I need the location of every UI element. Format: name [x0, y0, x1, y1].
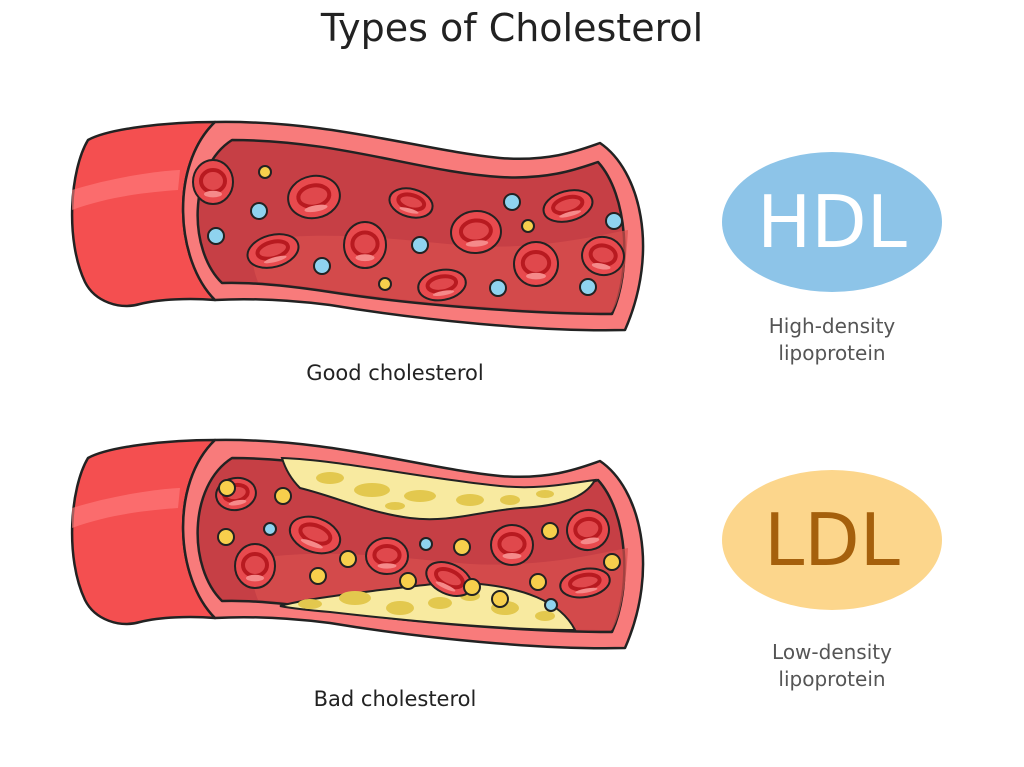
red-blood-cell — [246, 233, 300, 269]
hdl-description-line1: High-density — [768, 314, 896, 338]
ldl-particle — [217, 528, 235, 546]
plaque-fat-deposit — [386, 601, 414, 615]
red-blood-cell-shine — [575, 587, 598, 594]
plaque-fat-deposit — [404, 490, 436, 502]
bad-cholesterol-vessel — [70, 438, 645, 650]
red-blood-cell-shine — [204, 190, 222, 198]
ldl-particle — [378, 277, 392, 291]
hdl-particle — [313, 257, 331, 275]
good-cholesterol-vessel — [70, 120, 645, 332]
hdl-particle — [207, 227, 225, 245]
red-blood-cell-shine — [377, 563, 397, 569]
red-blood-cell-shine — [355, 254, 375, 262]
red-blood-cell-shine — [304, 204, 328, 213]
plaque-fat-deposit — [316, 472, 344, 484]
hdl-particle — [489, 279, 507, 297]
red-blood-cell-center — [350, 230, 380, 258]
red-blood-cell — [417, 268, 467, 302]
plaque-fat-deposit — [535, 611, 555, 621]
good-cholesterol-caption: Good cholesterol — [306, 361, 484, 385]
ldl-particle — [399, 572, 417, 590]
red-blood-cell-shine — [246, 574, 264, 582]
red-blood-cell — [542, 189, 594, 223]
plaque-fat-deposit — [456, 494, 484, 506]
ldl-description: Low-density lipoprotein — [722, 639, 942, 693]
red-blood-cell-shine — [502, 553, 522, 559]
ldl-particle — [258, 165, 272, 179]
plaque-fat-deposit — [428, 597, 452, 609]
red-blood-cell — [513, 241, 559, 287]
hdl-description: High-density lipoprotein — [722, 313, 942, 367]
red-blood-cell-center — [372, 544, 402, 566]
red-blood-cell — [192, 159, 234, 205]
hdl-particle — [544, 598, 558, 612]
ldl-description-line1: Low-density — [772, 640, 892, 664]
ldl-particle — [339, 550, 357, 568]
red-blood-cell-shine — [435, 581, 456, 592]
red-blood-cell-shine — [228, 499, 247, 506]
red-blood-cell-center — [199, 168, 227, 194]
red-blood-cell — [490, 524, 534, 566]
hdl-particle — [579, 278, 597, 296]
ldl-particle — [603, 553, 621, 571]
page-title: Types of Cholesterol — [320, 6, 704, 50]
ldl-particle — [521, 219, 535, 233]
bad-cholesterol-caption: Bad cholesterol — [313, 687, 477, 711]
red-blood-cell — [559, 567, 611, 599]
ldl-badge: LDL — [722, 470, 942, 610]
red-blood-cell-center — [497, 532, 527, 556]
plaque-fat-deposit — [500, 495, 520, 505]
red-blood-cell — [388, 187, 434, 219]
red-blood-cell-shine — [300, 539, 323, 549]
hdl-description-line2: lipoprotein — [778, 341, 886, 365]
hdl-particle — [250, 202, 268, 220]
red-blood-cell-center — [458, 218, 493, 244]
hdl-particle — [503, 193, 521, 211]
ldl-particle — [529, 573, 547, 591]
ldl-particle — [491, 590, 509, 608]
red-blood-cell — [581, 235, 625, 277]
plaque-top — [280, 456, 597, 521]
red-blood-cell — [343, 221, 387, 269]
plaque-fat-deposit — [536, 490, 554, 498]
hdl-particle — [605, 212, 623, 230]
plaque-fat-deposit — [298, 599, 322, 609]
red-blood-cell-shine — [432, 290, 455, 297]
hdl-particle — [411, 236, 429, 254]
vessel-highlight — [72, 488, 180, 528]
ldl-particle — [218, 479, 236, 497]
hdl-badge: HDL — [722, 152, 942, 292]
red-blood-cell — [288, 515, 342, 555]
plaque-fat-deposit — [339, 591, 371, 605]
red-blood-cell-shine — [399, 207, 419, 214]
ldl-particle — [541, 522, 559, 540]
red-blood-cell — [287, 174, 341, 220]
red-blood-cell — [365, 537, 409, 575]
red-blood-cell-shine — [263, 255, 287, 264]
red-blood-cell — [234, 543, 276, 589]
ldl-particle — [453, 538, 471, 556]
red-blood-cell — [450, 209, 502, 255]
hdl-particle — [419, 537, 433, 551]
red-blood-cell-center — [241, 552, 269, 578]
hdl-particle — [263, 522, 277, 536]
ldl-description-line2: lipoprotein — [778, 667, 886, 691]
ldl-particle — [274, 487, 292, 505]
plaque-fat-deposit — [354, 483, 390, 497]
red-blood-cell-shine — [526, 272, 546, 280]
red-blood-cell-center — [520, 250, 552, 276]
red-blood-cell-shine — [559, 210, 582, 218]
red-blood-cell-shine — [465, 240, 489, 247]
plaque-fat-deposit — [385, 502, 405, 510]
red-blood-cell — [566, 508, 610, 552]
ldl-particle — [309, 567, 327, 585]
ldl-particle — [463, 578, 481, 596]
red-blood-cell-shine — [591, 263, 611, 270]
red-blood-cell-shine — [580, 537, 600, 545]
vessel-highlight — [72, 170, 180, 210]
